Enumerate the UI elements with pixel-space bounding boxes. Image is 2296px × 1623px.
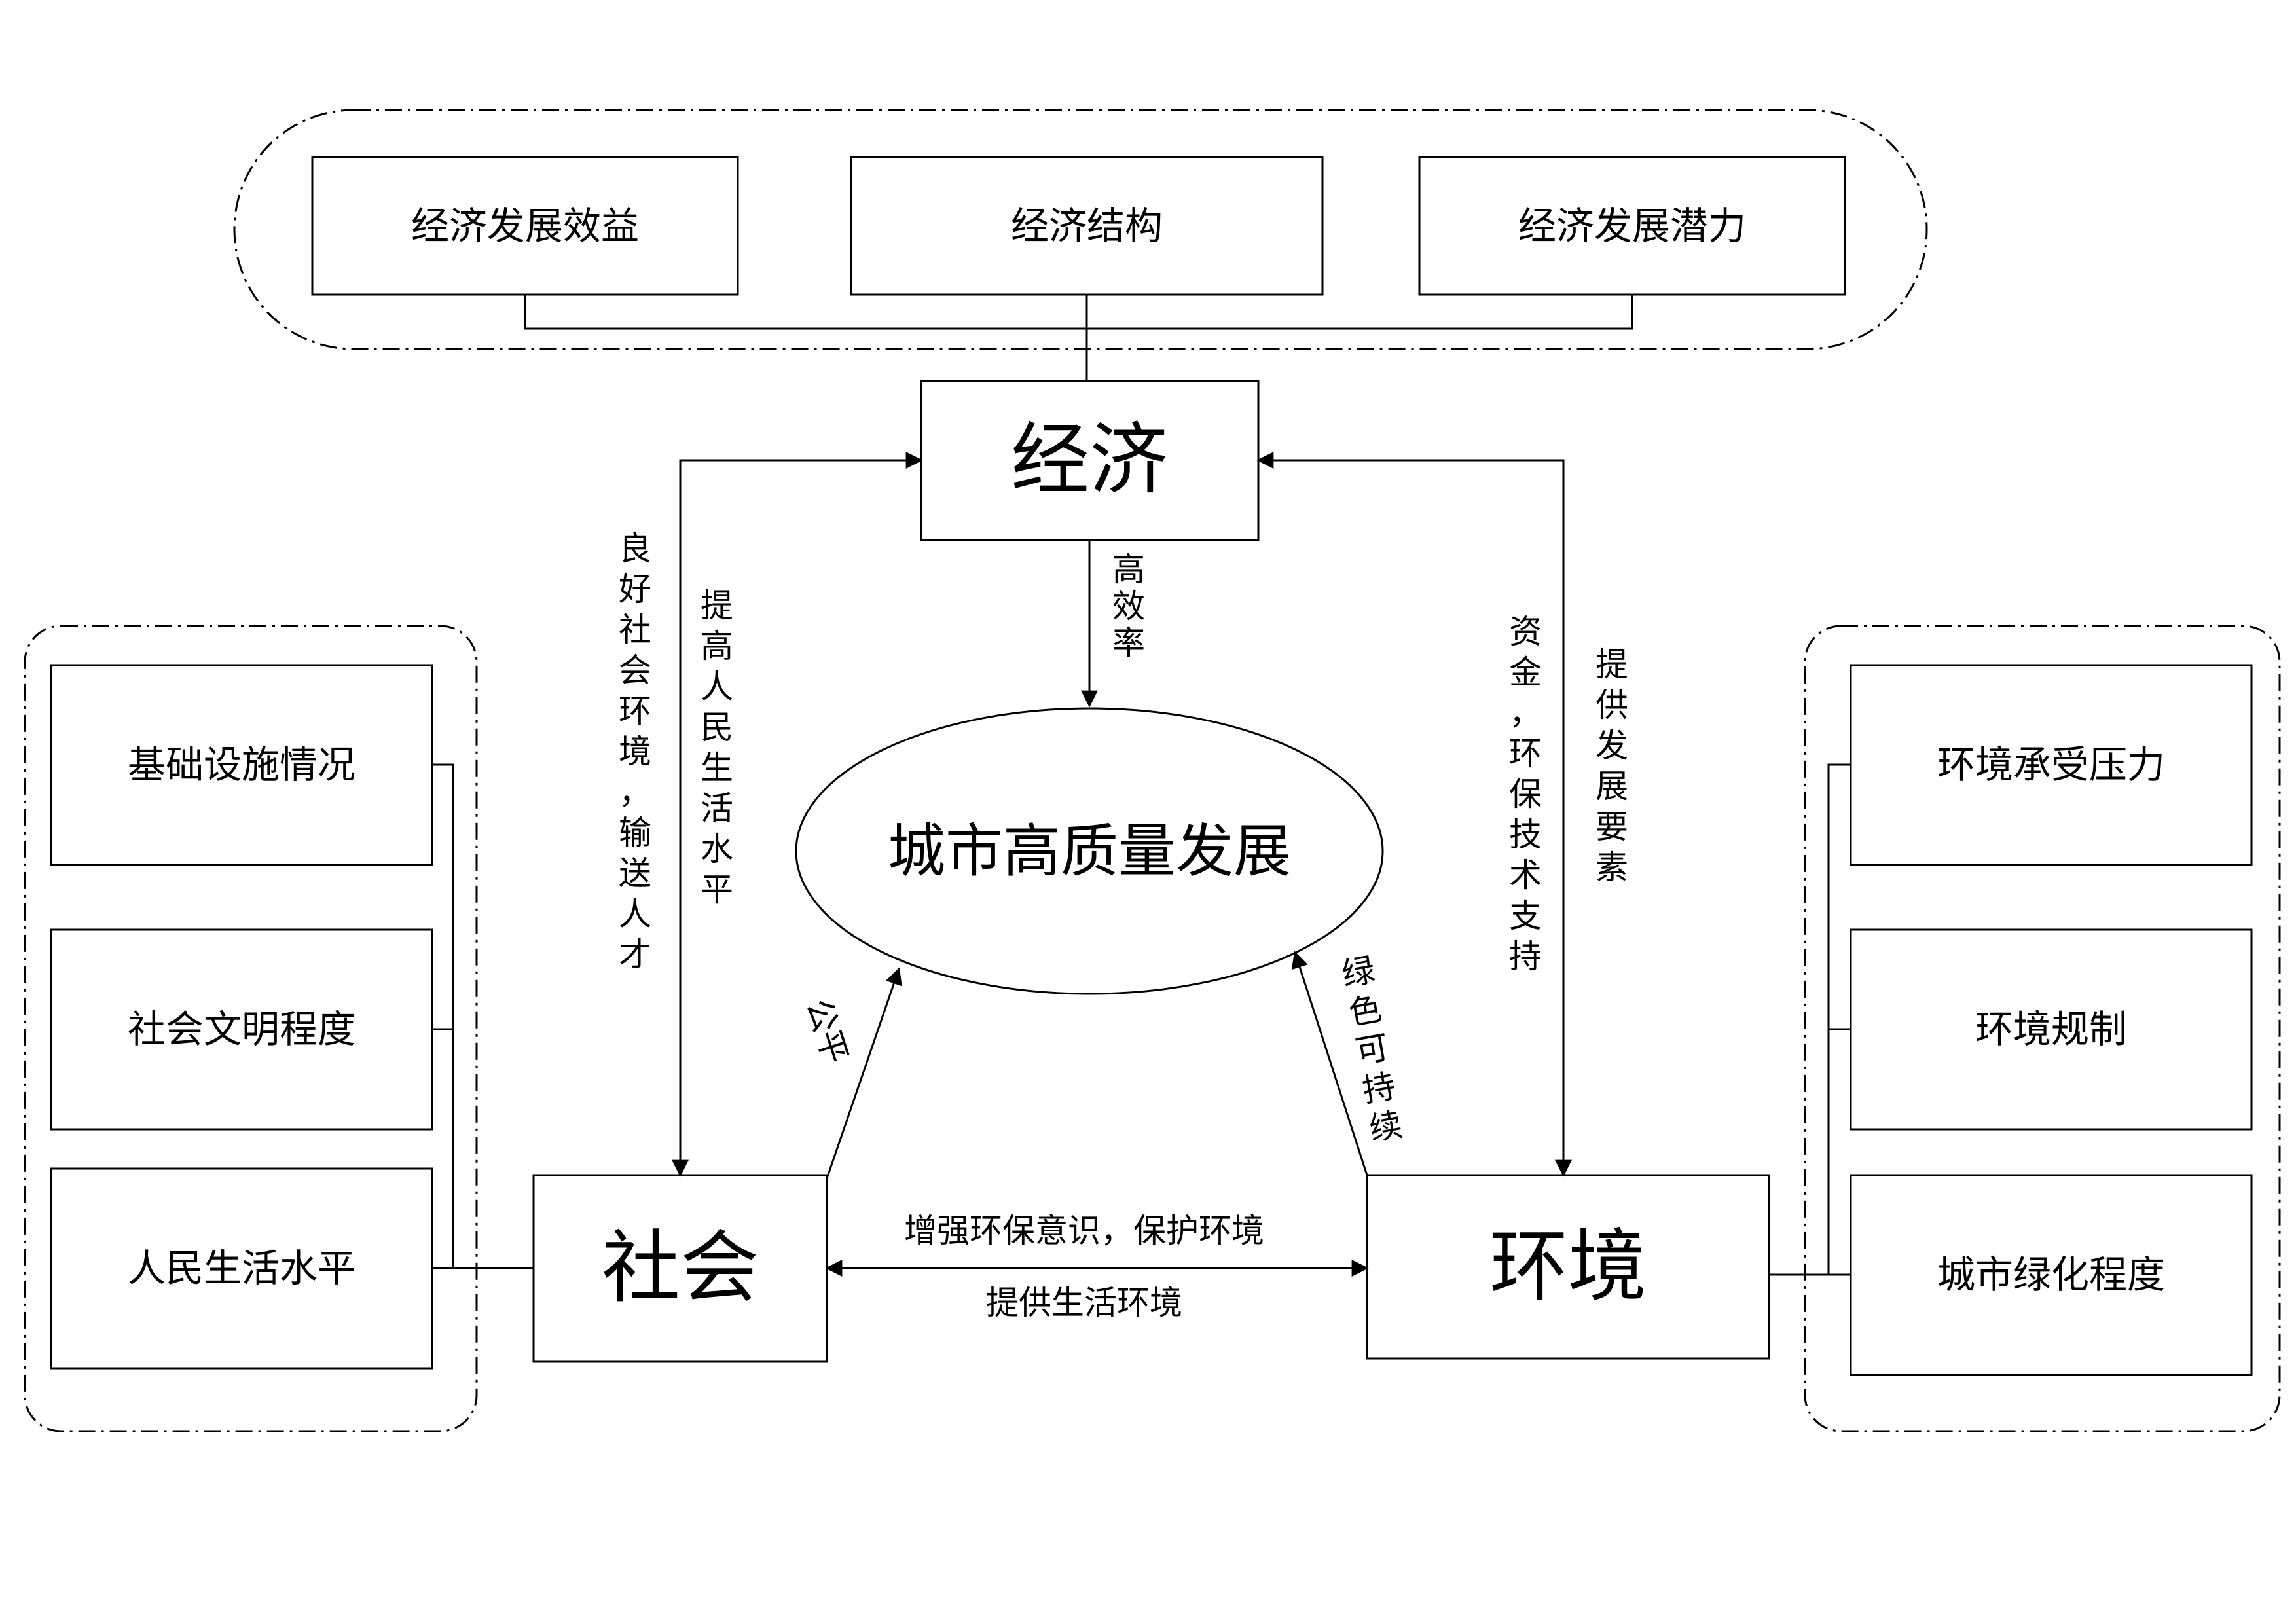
society-to-center-arrow: [826, 967, 902, 1179]
center-node: 城市高质量发展: [795, 707, 1384, 995]
environment-group-border: [1804, 625, 2281, 1432]
economy-node-label: 经济: [1011, 415, 1168, 506]
economy-sub-box: 经济发展效益: [311, 156, 739, 296]
environment-sub-label: 环境规制: [1975, 1007, 2127, 1051]
society-group-border: [24, 625, 478, 1432]
environment-sub-box: 环境承受压力: [1850, 664, 2253, 866]
center-node-label: 城市高质量发展: [888, 818, 1291, 885]
environment-sub-box: 环境规制: [1850, 928, 2253, 1131]
society-sub-box: 社会文明程度: [50, 928, 433, 1131]
economy-sub-label: 经济结构: [1011, 204, 1163, 248]
economy-group-connector: [524, 295, 1633, 381]
society-sub-label: 社会文明程度: [128, 1007, 355, 1051]
society-group: 基础设施情况 社会文明程度 人民生活水平: [24, 625, 534, 1432]
environment-group-connector: [1769, 763, 1851, 1276]
economy-society-arrow: [672, 452, 923, 1177]
edge-label-living-environment: 提供生活环境: [986, 1284, 1182, 1322]
environment-sub-label: 城市绿化程度: [1937, 1252, 2165, 1297]
economy-group: 经济发展效益 经济结构 经济发展潜力: [233, 109, 1928, 381]
environment-to-center-arrow: [1291, 951, 1368, 1176]
edge-label-efficiency: 高效率: [1112, 551, 1145, 662]
society-node: 社会: [532, 1174, 828, 1363]
society-node-label: 社会: [602, 1223, 759, 1314]
society-sub-box: 基础设施情况: [50, 664, 433, 866]
environment-node: 环境: [1366, 1174, 1770, 1360]
edge-label-funding-tech: 资金，环保技术支持: [1509, 613, 1542, 976]
society-sub-label: 基础设施情况: [128, 742, 355, 787]
economy-environment-arrow: [1256, 452, 1572, 1177]
economy-sub-label: 经济发展潜力: [1518, 204, 1746, 248]
edge-label-living-standard: 提高人民生活水平: [701, 587, 733, 909]
economy-sub-box: 经济结构: [850, 156, 1324, 296]
economy-group-border: [233, 109, 1928, 350]
society-group-connector: [432, 763, 534, 1269]
edge-label-social-environment: 良好社会环境，输送人才: [619, 530, 651, 974]
society-sub-label: 人民生活水平: [128, 1246, 355, 1290]
environment-group: 环境承受压力 环境规制 城市绿化程度: [1769, 625, 2281, 1432]
economy-sub-label: 经济发展效益: [411, 204, 639, 248]
edge-label-green-sustainable: 绿色可持续: [1339, 951, 1405, 1148]
edge-label-fairness: 公平: [799, 994, 855, 1068]
edge-label-development-factors: 提供发展要素: [1595, 646, 1628, 886]
edge-label-environmental-awareness: 增强环保意识，保护环境: [904, 1212, 1264, 1250]
environment-sub-label: 环境承受压力: [1937, 742, 2165, 787]
environment-node-label: 环境: [1489, 1222, 1647, 1313]
economy-sub-box: 经济发展潜力: [1418, 156, 1846, 296]
economy-node: 经济: [920, 380, 1260, 541]
society-sub-box: 人民生活水平: [50, 1167, 433, 1370]
environment-sub-box: 城市绿化程度: [1850, 1174, 2253, 1376]
